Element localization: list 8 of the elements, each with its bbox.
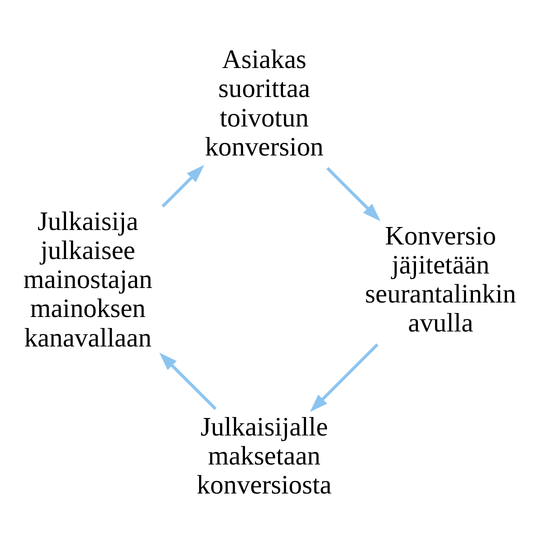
arrow xyxy=(326,167,381,222)
arrow xyxy=(162,164,204,208)
arrow xyxy=(159,352,217,410)
node-text: Konversio jäjitetään seurantalinkin avulla xyxy=(365,220,516,338)
node-text: Asiakas suorittaa toivotun konversion xyxy=(204,44,324,162)
node-text: Julkaisijalle maksetaan konversiosta xyxy=(196,411,332,500)
node-text: Julkaisija julkaisee mainostajan mainoksen kanavallaan xyxy=(23,206,152,352)
arrow xyxy=(310,343,378,412)
